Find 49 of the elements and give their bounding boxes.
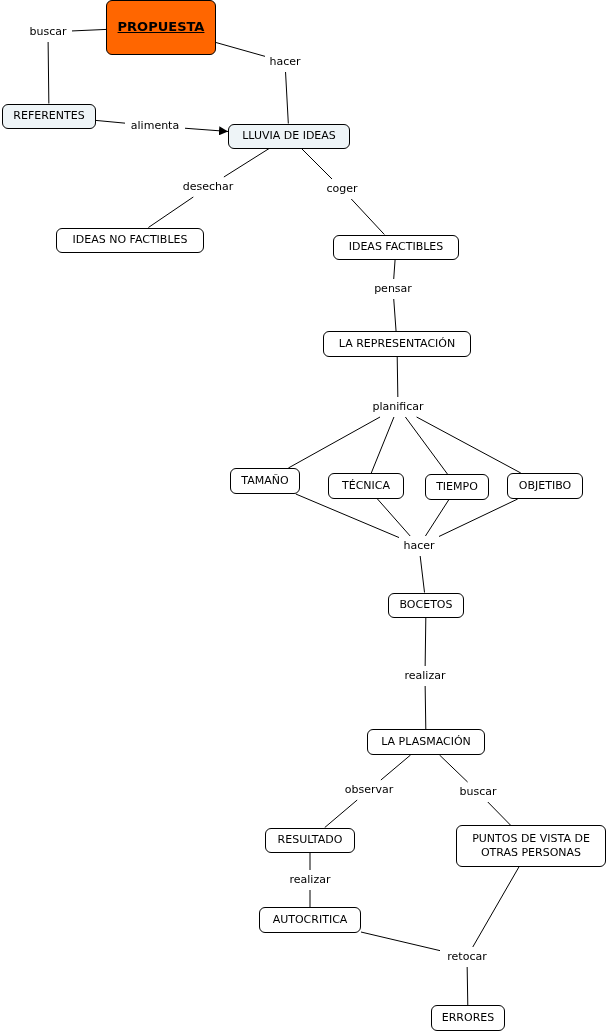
connector-line <box>424 685 427 730</box>
connector-line <box>350 198 385 235</box>
connector-line <box>47 41 50 104</box>
connector-line <box>95 119 126 124</box>
concept-box: ERRORES <box>431 1005 505 1031</box>
concept-box: AUTOCRITICA <box>259 907 361 933</box>
concept-box: OBJETIBO <box>507 473 583 499</box>
connector-line <box>147 196 194 228</box>
concept-box: RESULTADO <box>265 827 355 853</box>
arrow <box>184 126 229 136</box>
connector-line <box>404 416 448 475</box>
connector-line <box>416 416 522 474</box>
concept-box: TAMAÑO <box>230 468 300 494</box>
concept-box: LA REPRESENTACIÓN <box>323 331 471 357</box>
connector-line <box>487 801 511 826</box>
concept-box: TIEMPO <box>425 474 489 500</box>
concept-box: BOCETOS <box>388 592 464 618</box>
main-concept-box: PROPUESTA <box>106 0 216 55</box>
concept-box: IDEAS FACTIBLES <box>333 234 459 260</box>
connector-line <box>287 416 381 469</box>
connector-line <box>309 889 311 908</box>
concept-box: IDEAS NO FACTIBLES <box>56 227 204 253</box>
connector-line <box>309 852 311 871</box>
concept-box: PUNTOS DE VISTA DE OTRAS PERSONAS <box>456 825 606 867</box>
connector-line <box>439 754 469 783</box>
concept-box: TÉCNICA <box>328 473 404 499</box>
connector-line <box>424 617 427 667</box>
connector-line <box>360 931 441 952</box>
connector-line <box>472 866 520 948</box>
connector-line <box>424 499 450 537</box>
connector-line <box>215 42 266 57</box>
connector-line <box>466 966 469 1006</box>
concept-box: LLUVIA DE IDEAS <box>228 123 350 149</box>
connector-line <box>419 555 425 593</box>
concept-box: REFERENTES <box>2 103 96 129</box>
connector-line <box>370 416 395 474</box>
connector-line <box>396 356 399 398</box>
connector-line <box>324 799 358 828</box>
connector-line <box>71 28 107 32</box>
concept-box: LA PLASMACIÓN <box>367 729 485 755</box>
connector-line <box>380 754 412 781</box>
connector-line <box>393 298 397 332</box>
connector-line <box>285 71 289 124</box>
connector-line <box>377 498 411 537</box>
connector-line <box>301 148 333 180</box>
connector-line <box>393 259 396 280</box>
connector-line <box>438 498 519 537</box>
connector-line <box>223 148 270 178</box>
connector-line <box>295 493 400 539</box>
